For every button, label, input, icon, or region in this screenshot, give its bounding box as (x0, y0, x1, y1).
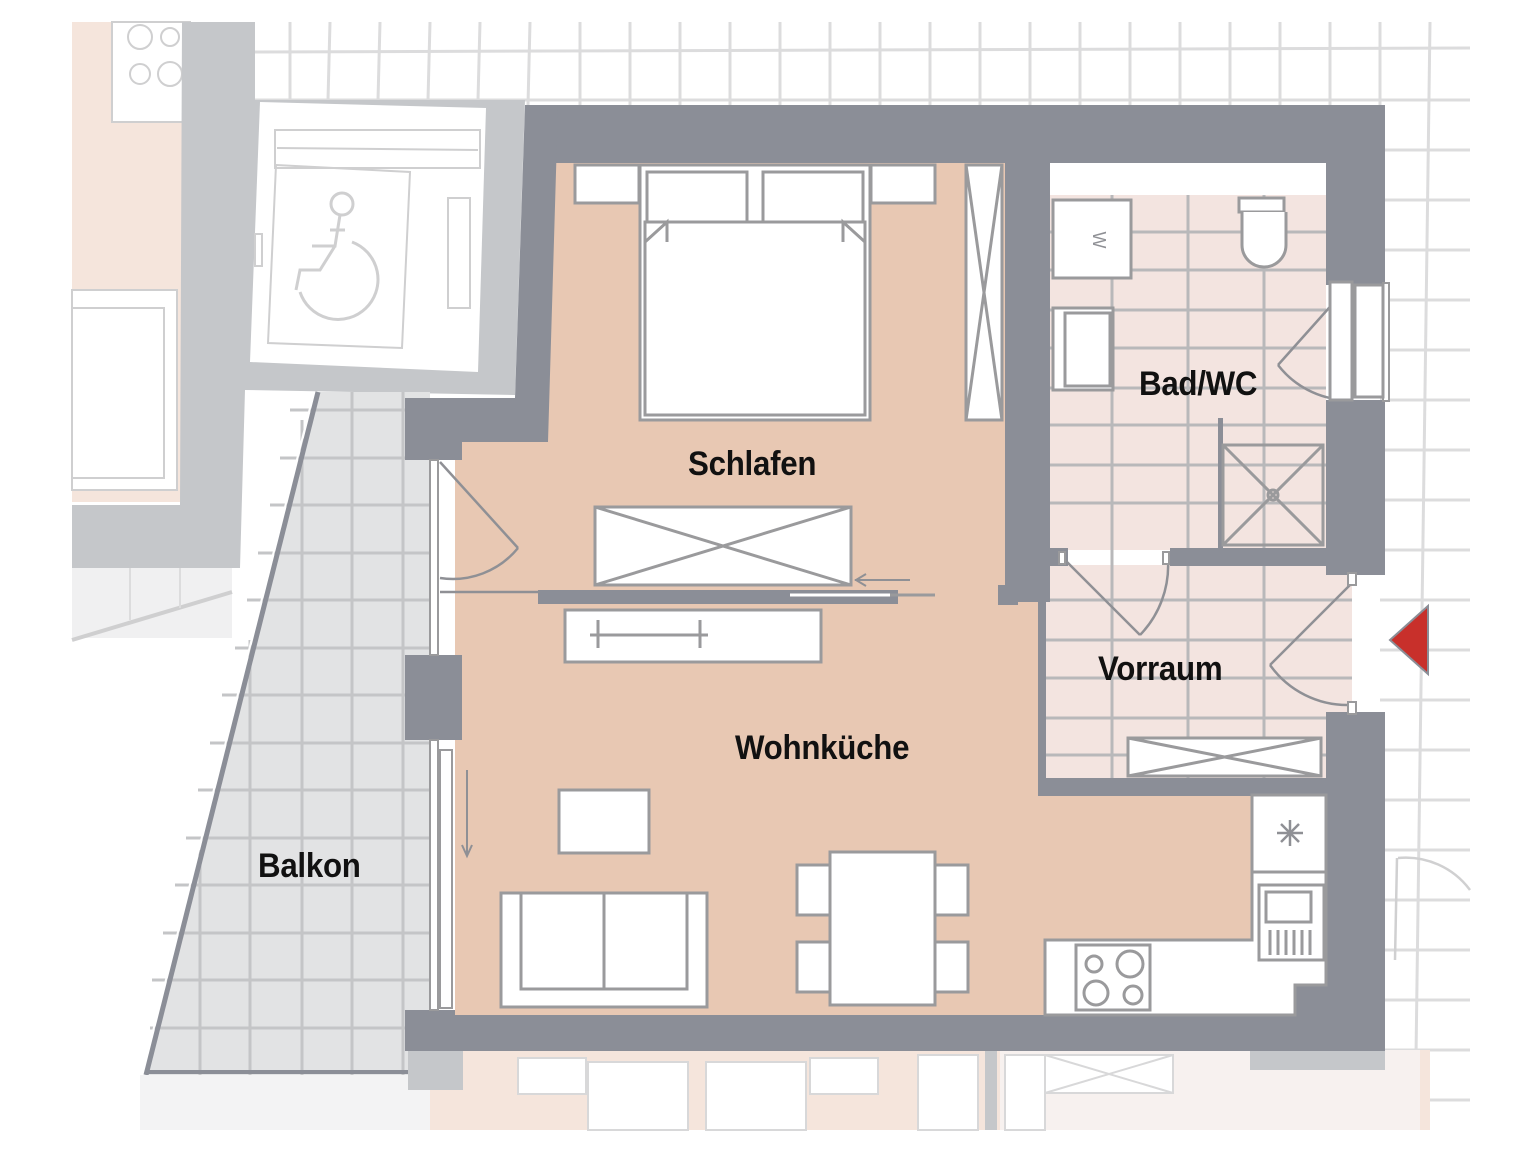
cooktop (1074, 943, 1152, 1012)
washing-machine-mark: W (1089, 232, 1109, 249)
sliding-door (461, 573, 935, 859)
living-furniture (499, 608, 970, 1009)
duvet (643, 220, 867, 417)
balkon-area (140, 391, 440, 1130)
walls (405, 105, 1385, 1051)
nightstand-left (573, 163, 641, 205)
kitchen-counter (1043, 793, 1328, 1017)
washing-machine (1051, 198, 1133, 280)
room-label-schlafen: Schlafen (688, 445, 817, 483)
bath-window (1328, 280, 1354, 402)
pillow-left (645, 170, 749, 226)
dining-table (828, 850, 937, 1007)
room-label-bad-wc: Bad/WC (1139, 365, 1258, 403)
toilet-tank (1237, 196, 1286, 214)
chair-3 (930, 863, 970, 917)
windows-left (429, 282, 1390, 1011)
room-label-wohnkueche: Wohnküche (735, 729, 910, 767)
doors (439, 289, 1472, 961)
door-jambs (1058, 551, 1357, 715)
vorraum-wardrobe (1126, 736, 1323, 778)
chair-2 (795, 940, 835, 994)
bathroom-fixtures: W (1051, 196, 1385, 547)
shower-tray (1221, 443, 1325, 547)
chair-1 (795, 863, 835, 917)
entrance-arrow (1388, 603, 1429, 677)
fridge-icon (1277, 820, 1303, 846)
pillow-right (761, 170, 865, 226)
sink-drain-lines (1268, 930, 1312, 955)
room-label-balkon: Balkon (258, 847, 361, 885)
coffee-table (557, 788, 651, 855)
toilet (1240, 212, 1288, 269)
neighbor-unit-bottom (408, 1050, 1430, 1131)
wheelchair-symbol (294, 191, 380, 321)
room-label-vorraum: Vorraum (1098, 650, 1223, 688)
nightstand-right (869, 163, 937, 205)
bedroom-furniture (573, 163, 1004, 587)
chair-4 (930, 940, 970, 994)
elevator-shaft (250, 102, 486, 372)
tv-icon (590, 620, 708, 648)
